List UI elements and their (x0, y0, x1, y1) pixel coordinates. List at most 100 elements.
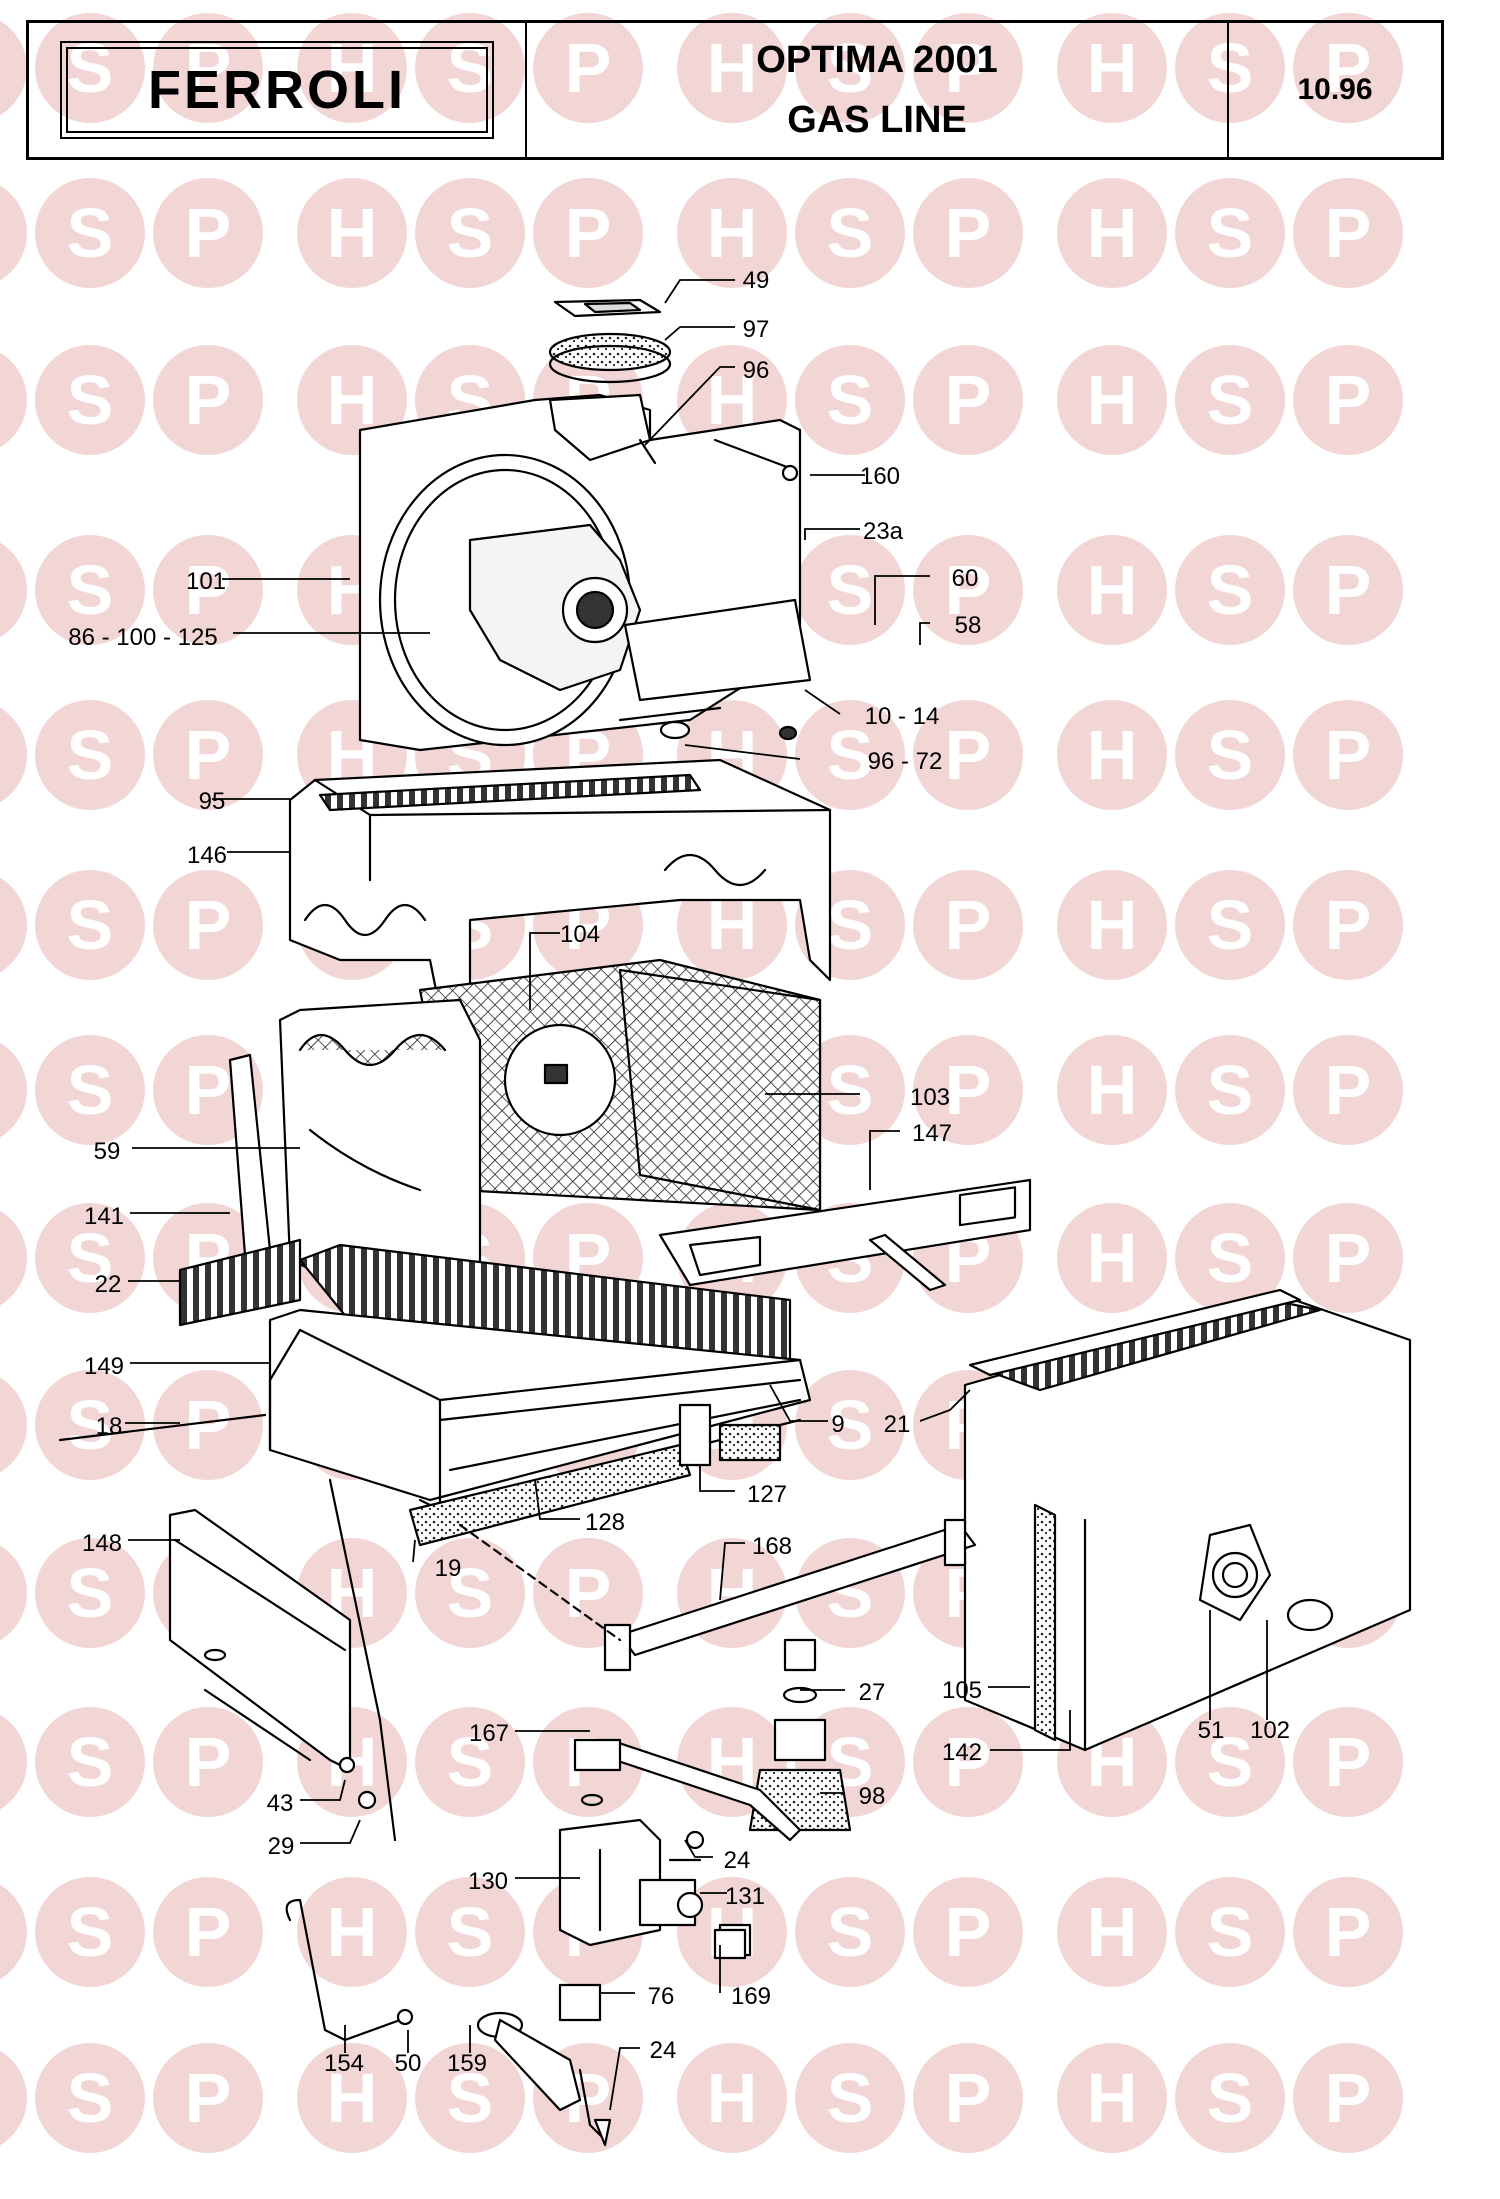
watermark-disc (1175, 1035, 1285, 1145)
part-callout-96-72: 96 - 72 (868, 748, 943, 775)
watermark-letter: S (447, 1723, 494, 1801)
watermark-disc (913, 345, 1023, 455)
part-callout-101: 101 (186, 568, 226, 595)
watermark-letter: P (565, 1554, 612, 1632)
watermark-disc (795, 2043, 905, 2153)
watermark-letter: P (1325, 1051, 1372, 1129)
part-callout-86-100-125: 86 - 100 - 125 (68, 624, 217, 651)
fittings (338, 1756, 747, 1960)
part-callout-167: 167 (469, 1720, 509, 1747)
watermark-disc (1175, 535, 1285, 645)
watermark-disc (153, 1877, 263, 1987)
watermark-disc (1293, 535, 1403, 645)
part-callout-127: 127 (747, 1481, 787, 1508)
gas-pipe-bracket-168 (458, 1518, 977, 1672)
watermark-letter: S (1207, 1051, 1254, 1129)
watermark-letter: S (67, 1893, 114, 1971)
watermark-disc (415, 2043, 525, 2153)
watermark-letter: P (945, 2059, 992, 2137)
watermark-letter: P (185, 1893, 232, 1971)
part-callout-97: 97 (743, 316, 770, 343)
watermark-letter: S (827, 551, 874, 629)
watermark-disc (533, 178, 643, 288)
watermark-disc (0, 352, 27, 448)
watermark-disc (795, 700, 905, 810)
watermark-disc (913, 178, 1023, 288)
watermark-letter: S (447, 2059, 494, 2137)
watermark-letter: H (327, 361, 378, 439)
watermark-letter: P (1325, 29, 1372, 107)
watermark-letter: S (1207, 1893, 1254, 1971)
gas-inlet-159 (476, 1983, 612, 2147)
watermark-disc (1057, 1035, 1167, 1145)
watermark-letter: H (1087, 361, 1138, 439)
watermark-letter: P (945, 551, 992, 629)
watermark-letter: P (945, 29, 992, 107)
watermark-letter: S (827, 29, 874, 107)
watermark-disc (297, 1877, 407, 1987)
watermark-disc (1293, 178, 1403, 288)
watermark-disc (1293, 870, 1403, 980)
watermark-letter: P (1325, 361, 1372, 439)
chamber-cover-146 (288, 758, 832, 1032)
part-callout-58: 58 (955, 612, 982, 639)
watermark-letter: P (1325, 1219, 1372, 1297)
watermark-letter: H (1087, 1051, 1138, 1129)
watermark-disc (0, 1545, 27, 1641)
flue-seal-97 (548, 332, 672, 384)
watermark-disc (1293, 700, 1403, 810)
watermark-disc (795, 1370, 905, 1480)
front-cover-148 (168, 1508, 352, 1772)
watermark-disc (297, 13, 407, 123)
watermark-letter: H (1087, 1219, 1138, 1297)
watermark-disc (1175, 2043, 1285, 2153)
injector-manifold-128 (408, 1443, 692, 1547)
watermark-disc (35, 13, 145, 123)
watermark-letter: S (1207, 29, 1254, 107)
watermark-disc (35, 345, 145, 455)
watermark-disc (35, 870, 145, 980)
part-callout-146: 146 (187, 842, 227, 869)
part-callout-9: 9 (831, 1411, 844, 1438)
part-callout-21: 21 (884, 1411, 911, 1438)
watermark-disc (0, 2050, 27, 2146)
watermark-disc (1175, 1707, 1285, 1817)
watermark-disc (795, 1035, 905, 1145)
watermark-letter: P (185, 716, 232, 794)
watermark-letter: S (1207, 886, 1254, 964)
watermark-disc (1175, 13, 1285, 123)
watermark-disc (795, 13, 905, 123)
watermark-disc (153, 13, 263, 123)
part-callout-147: 147 (912, 1120, 952, 1147)
watermark-disc (153, 700, 263, 810)
watermark-letter: S (1207, 194, 1254, 272)
watermark-disc (913, 1035, 1023, 1145)
watermark-letter: S (827, 1051, 874, 1129)
watermark-disc (415, 13, 525, 123)
watermark-disc (0, 1377, 27, 1473)
watermark-disc (0, 1714, 27, 1810)
watermark-disc (35, 1877, 145, 1987)
watermark-disc (153, 870, 263, 980)
watermark-disc (153, 2043, 263, 2153)
watermark-letter: S (827, 2059, 874, 2137)
brand-name: FERROLI (148, 60, 406, 120)
watermark-disc (1175, 178, 1285, 288)
watermark-disc (1293, 2043, 1403, 2153)
watermark-disc (415, 178, 525, 288)
pin-96-top (638, 438, 657, 465)
case-panel-105 (963, 1293, 1412, 1752)
title-cell: OPTIMA 2001 GAS LINE (527, 23, 1229, 157)
watermark-letter: P (185, 551, 232, 629)
watermark-letter: P (945, 886, 992, 964)
watermark-disc (35, 1370, 145, 1480)
watermark-disc (35, 1538, 145, 1648)
watermark-letter: H (1087, 194, 1138, 272)
watermark-letter: H (1087, 551, 1138, 629)
watermark-letter: H (327, 1893, 378, 1971)
watermark-letter: S (67, 1723, 114, 1801)
watermark-letter: P (1325, 1893, 1372, 1971)
watermark-letter: P (945, 1723, 992, 1801)
watermark-disc (1293, 13, 1403, 123)
